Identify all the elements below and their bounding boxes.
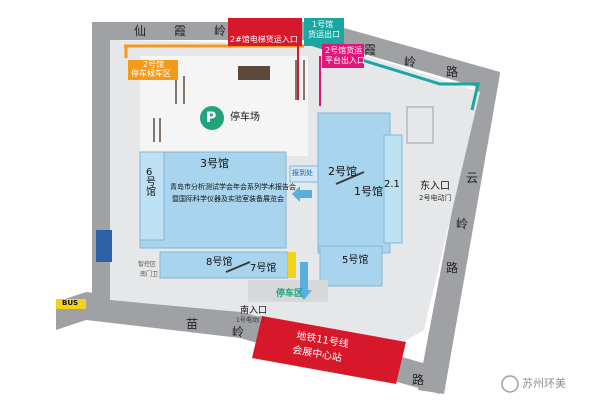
hall2-platform-line1: 2号馆货运 [325, 46, 363, 55]
road-label-lu2: 路 [446, 65, 459, 79]
small-label-0: 智控区 [138, 261, 157, 268]
hall1-cargo-exit-line2: 货运出口 [308, 30, 340, 39]
hall2-elevator-label: 2#馆电梯货运入口 [230, 35, 298, 44]
road-label-ling: 岭 [214, 24, 227, 38]
hall1-cargo-exit-line1: 1号馆 [312, 20, 334, 29]
registration-block [289, 165, 319, 183]
parking-main-label: 停车场 [230, 112, 260, 123]
road-miaoling-bottom [56, 292, 440, 394]
hall2-waiting-line2: 停车候车区 [131, 69, 171, 78]
road-label-xia: 霞 [174, 24, 187, 38]
bus-stop [56, 299, 86, 309]
teal-route [309, 42, 480, 111]
hall-1-2-block [317, 112, 391, 254]
road-label-miao: 苗 [186, 317, 199, 331]
dark-blue-building [96, 230, 112, 262]
watermark-label: 苏州环美 [522, 377, 566, 390]
east-entrance-label: 东入口 [420, 181, 450, 192]
stairs-marks [225, 171, 365, 273]
blue-flow-arrows [292, 186, 312, 300]
road-label-ling2: 岭 [404, 55, 417, 69]
parking-symbol: P [206, 110, 217, 126]
road-label-xia2: 霞 [364, 43, 377, 57]
dark-brown-building [238, 66, 270, 80]
hall-8-label: 8号馆 [206, 257, 233, 268]
bus-label: BUS [62, 299, 79, 307]
registration-label: 报到处 [292, 169, 313, 177]
hall-3-label: 3号馆 [200, 157, 229, 170]
yellow-gate [288, 252, 296, 278]
hall-1-label: 1号馆 [354, 185, 383, 198]
small-label-1: 南门卫 [140, 271, 159, 278]
road-label-ling3: 岭 [456, 217, 469, 231]
hall-6-label: 6号馆 [146, 167, 156, 198]
hall-2-1-label: 2.1 [384, 179, 400, 190]
hall-7-label: 7号馆 [250, 263, 277, 274]
right-magenta-banner [322, 44, 364, 68]
top-red-banner [228, 18, 302, 46]
hall2-platform-line2: 平台出入口 [325, 56, 365, 65]
exhibition-banner-line1: 青岛市分析测试学会年会系列学术报告会 [170, 183, 296, 191]
hall-5-block [319, 245, 383, 287]
orange-banner [128, 60, 178, 80]
road-xiaxia-right [330, 24, 500, 92]
hall-5-label: 5号馆 [342, 255, 369, 266]
south-entrance-label: 南入口 [240, 306, 268, 316]
hall-2-1-block [383, 134, 403, 244]
east-outline-building [406, 106, 434, 144]
road-label-lu3: 路 [446, 261, 459, 275]
road-yunling-right [418, 74, 500, 394]
traffic-arrows [153, 60, 305, 142]
watermark-circle [501, 375, 519, 393]
top-teal-banner [304, 18, 344, 46]
east-entrance-sub-label: 2号电动门 [419, 194, 452, 202]
parking-south-label: 停车区 [276, 289, 304, 299]
hall2-waiting-line1: 2号馆 [143, 60, 165, 69]
south-entrance-sub-label: 1号电动门 [236, 317, 264, 324]
metro-banner [252, 316, 406, 384]
road-label-lu4: 路 [412, 373, 425, 387]
road-label-ling4: 岭 [232, 325, 245, 339]
exhibition-banner-line2: 暨国际科学仪器及实验室装备展览会 [172, 195, 284, 203]
hall-2-label: 2号馆 [328, 165, 357, 178]
road-label-yun: 云 [466, 171, 479, 185]
hall-6-block [139, 151, 165, 241]
parking-p-circle [200, 106, 224, 130]
road-label-xian: 仙 [134, 24, 147, 38]
